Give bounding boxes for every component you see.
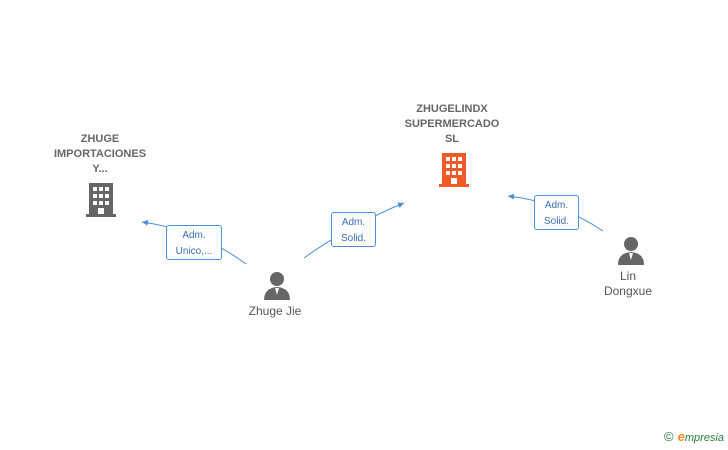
brand-name: mpresia (684, 432, 724, 444)
person-label-lin-dongxue[interactable]: Lin Dongxue (603, 269, 653, 298)
company-label-zhugelindx[interactable]: ZHUGELINDX SUPERMERCADO SL (404, 103, 500, 145)
person-label-zhuge-jie[interactable]: Zhuge Jie (248, 304, 302, 318)
building-icon[interactable] (439, 153, 469, 192)
brand-watermark: © empresia (664, 429, 724, 444)
edge-label-adm-solid-lin[interactable]: Adm. Solid. (534, 195, 579, 230)
edge-label-adm-unico[interactable]: Adm. Unico,... (166, 225, 222, 260)
person-icon[interactable] (616, 235, 646, 270)
brand-initial: e (677, 429, 685, 444)
copyright-symbol: © (664, 429, 674, 444)
building-icon[interactable] (86, 183, 116, 222)
person-icon[interactable] (262, 270, 292, 305)
edge-label-adm-solid-jie[interactable]: Adm. Solid. (331, 212, 376, 247)
company-label-zhuge-importaciones[interactable]: ZHUGE IMPORTACIONES Y... (53, 133, 147, 175)
